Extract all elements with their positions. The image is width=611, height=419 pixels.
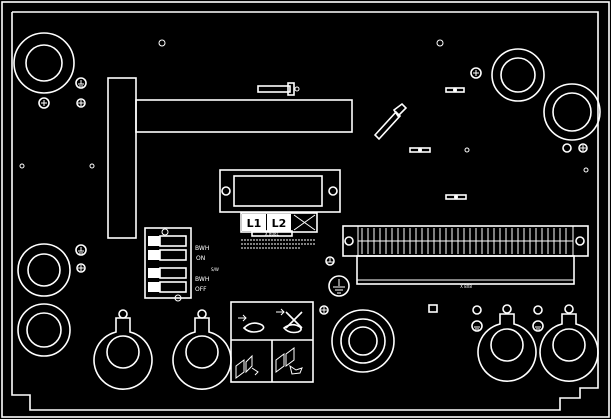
- bolt-diagonal: [373, 102, 408, 141]
- terminal-strip-label: X 8X8: [460, 284, 472, 289]
- fine-print-lines: [241, 239, 316, 249]
- panel-inner-outline: [11, 11, 599, 411]
- bolt-horizontal: [257, 82, 300, 96]
- switch-off-label: OFF: [195, 286, 207, 293]
- electric-hazard-icon: [235, 354, 259, 379]
- inline-connector: [445, 87, 465, 93]
- warning-caption: X 8081: [265, 232, 280, 237]
- screw-icon: [319, 305, 329, 315]
- grommet-center-bottom: [331, 309, 395, 373]
- keyhole-grommet: [172, 309, 232, 390]
- switch-tag-bottom: BWH: [195, 276, 209, 283]
- switch-on-label: ON: [196, 255, 205, 262]
- switch-side-mark: S/W: [211, 267, 219, 272]
- inline-connector: [445, 194, 467, 200]
- ground-icon: [562, 143, 572, 153]
- grommet-right: [543, 83, 601, 141]
- terminal-slots: [361, 228, 567, 254]
- keyhole-grommet: [477, 304, 537, 382]
- contactor-block: [219, 169, 341, 213]
- ground-icon: [532, 305, 544, 332]
- phase-l1-label: L1: [247, 217, 262, 230]
- grommet-left-mid: [17, 243, 71, 297]
- hand-warning-icon: [276, 308, 303, 334]
- screw-icon: [578, 143, 588, 153]
- keyhole-grommet: [93, 309, 153, 390]
- screw-icon: [470, 67, 482, 79]
- grommet-top-right: [491, 48, 545, 102]
- screw-icon: [76, 98, 86, 108]
- ground-icon: [75, 77, 87, 89]
- keyhole-grommet: [539, 304, 599, 382]
- screw-icon: [428, 304, 438, 313]
- busbar-frame: [107, 77, 353, 239]
- electric-hazard-icon: [275, 347, 303, 375]
- ground-icon: [328, 275, 350, 297]
- switch-tag-top: BWH: [195, 245, 209, 252]
- grommet-top-left: [13, 32, 75, 94]
- ground-icon: [471, 305, 483, 332]
- breaker-labels: BWH ON S/W BWH OFF: [195, 245, 219, 293]
- warning-decal: [230, 301, 314, 383]
- grommet-left-bottom: [17, 303, 71, 357]
- screw-icon: [76, 263, 86, 273]
- phase-l2-label: L2: [272, 217, 287, 230]
- hand-warning-icon: [238, 314, 265, 333]
- screw-icon: [38, 97, 50, 109]
- ground-icon: [75, 244, 87, 256]
- terminal-block: [342, 225, 589, 257]
- inline-connector: [409, 147, 431, 153]
- phase-label-box: L1 L2 X 8081: [240, 212, 318, 237]
- din-rail: X 8X8: [356, 255, 575, 289]
- breaker-module: [144, 227, 192, 302]
- mounting-holes: [19, 39, 589, 173]
- ground-icon: [325, 256, 335, 266]
